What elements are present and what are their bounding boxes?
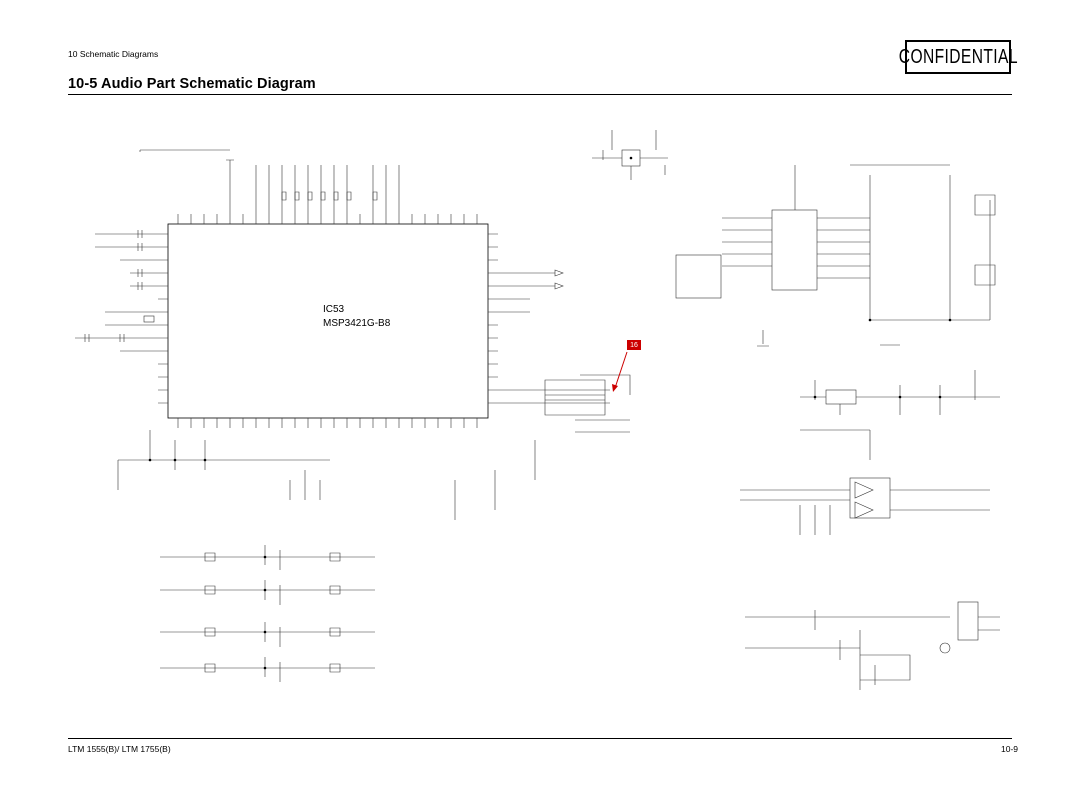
junction-dots: [148, 156, 952, 670]
ic-designator: IC53: [323, 304, 345, 315]
amp-ic-block: [675, 164, 996, 347]
page-number: 10-9: [1000, 744, 1018, 754]
ic53-left-pins: [158, 233, 168, 404]
callout-arrow: [614, 351, 628, 389]
callout-arrowhead: [612, 384, 618, 392]
ic53-body: [167, 223, 489, 419]
ic-part-number: MSP3421G-B8: [323, 318, 391, 329]
top-resistor-bank: [139, 149, 400, 214]
right-signal-lines: [454, 269, 631, 520]
ic53-top-pins: [177, 214, 478, 224]
page-title: 10-5 Audio Part Schematic Diagram: [68, 76, 316, 92]
ic53-bottom-pins: [177, 418, 478, 428]
regulator-top: [592, 130, 668, 180]
footer-models: LTM 1555(B)/ LTM 1755(B): [68, 744, 171, 754]
opamp-stage: [740, 477, 990, 535]
left-passives: [75, 230, 330, 490]
section-label: 10 Schematic Diagrams: [68, 49, 159, 59]
ic53-right-pins: [488, 233, 498, 404]
headphone-stage: [745, 601, 1000, 690]
title-rule: [68, 94, 1012, 95]
callout-badge: 16: [627, 340, 641, 350]
filter-network: [160, 470, 375, 682]
confidential-stamp: CONFIDENTIAL: [898, 40, 1017, 74]
footer-rule: [68, 738, 1012, 739]
regulator-mid: [800, 370, 1000, 460]
